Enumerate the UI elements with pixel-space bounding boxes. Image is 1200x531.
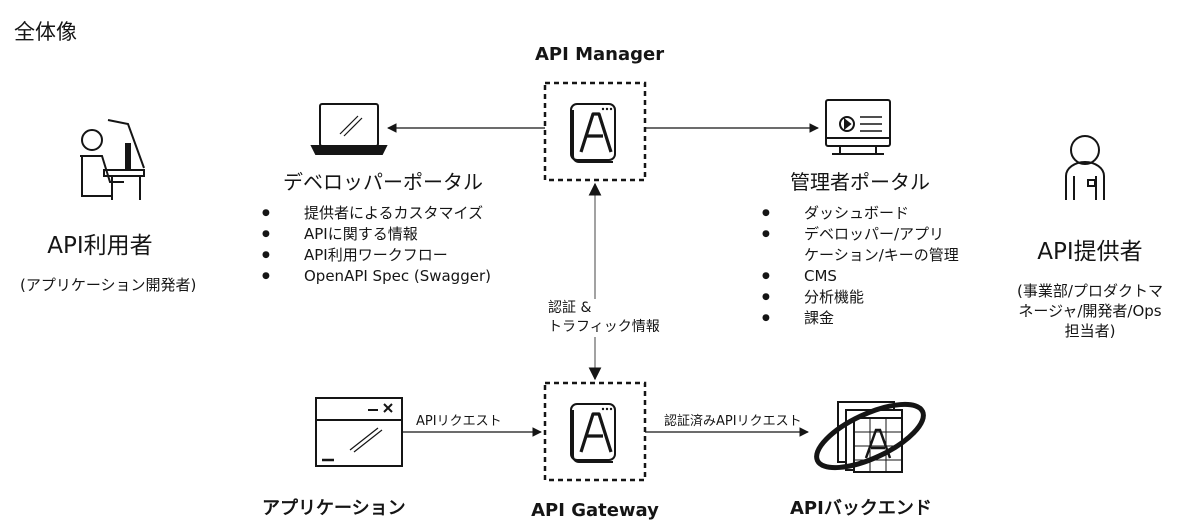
list-item: API利用ワークフロー bbox=[262, 245, 491, 266]
backend-cluster-icon bbox=[814, 401, 926, 473]
api-gateway-box bbox=[543, 381, 647, 482]
api-consumer-label: API利用者 bbox=[47, 233, 153, 259]
developer-portal-features: 提供者によるカスタマイズ APIに関する情報 API利用ワークフロー OpenA… bbox=[262, 203, 491, 287]
list-item-continuation: ケーション/キーの管理 bbox=[804, 246, 959, 264]
app-window-icon bbox=[315, 397, 403, 467]
edge-label-line: トラフィック情報 bbox=[548, 319, 660, 335]
list-item: ケーション/キーの管理 bbox=[762, 245, 959, 266]
api-consumer-sub: (アプリケーション開発者) bbox=[20, 276, 197, 294]
api-manager-label: API Manager bbox=[535, 44, 665, 65]
admin-portal-label: 管理者ポータル bbox=[790, 170, 930, 194]
edge-label-api-request: APIリクエスト bbox=[416, 414, 502, 429]
list-item: 課金 bbox=[762, 308, 959, 329]
admin-portal-features: ダッシュボード デベロッパー/アプリ ケーション/キーの管理 CMS 分析機能 … bbox=[762, 203, 959, 329]
edge-label-auth-traffic: 認証 & トラフィック情報 bbox=[548, 299, 660, 337]
monitor-icon bbox=[825, 99, 891, 155]
list-item: OpenAPI Spec (Swagger) bbox=[262, 266, 491, 287]
list-item: 分析機能 bbox=[762, 287, 959, 308]
developer-at-desk-icon bbox=[80, 119, 145, 200]
page-title: 全体像 bbox=[14, 20, 77, 44]
list-item: 提供者によるカスタマイズ bbox=[262, 203, 491, 224]
api-provider-sub-line: 担当者) bbox=[1064, 322, 1116, 340]
developer-portal-label: デベロッパーポータル bbox=[283, 170, 483, 194]
api-provider-sub-line: (事業部/プロダクトマ bbox=[1017, 282, 1163, 300]
api-provider-sub: (事業部/プロダクトマ ネージャ/開発者/Ops 担当者) bbox=[1000, 281, 1180, 341]
application-label: アプリケーション bbox=[262, 498, 406, 519]
person-icon bbox=[1065, 135, 1105, 200]
list-item: ダッシュボード bbox=[762, 203, 959, 224]
api-backend-label: APIバックエンド bbox=[790, 498, 932, 519]
api-gateway-label: API Gateway bbox=[531, 500, 659, 521]
api-provider-label: API提供者 bbox=[1037, 239, 1143, 265]
list-item: CMS bbox=[762, 266, 959, 287]
laptop-icon bbox=[310, 103, 388, 155]
edge-label-line: 認証 & bbox=[548, 300, 592, 316]
api-manager-box bbox=[543, 81, 647, 182]
list-item: デベロッパー/アプリ bbox=[762, 224, 959, 245]
list-item: APIに関する情報 bbox=[262, 224, 491, 245]
api-provider-sub-line: ネージャ/開発者/Ops bbox=[1018, 302, 1162, 320]
edge-label-authed-api-request: 認証済みAPIリクエスト bbox=[664, 414, 802, 429]
